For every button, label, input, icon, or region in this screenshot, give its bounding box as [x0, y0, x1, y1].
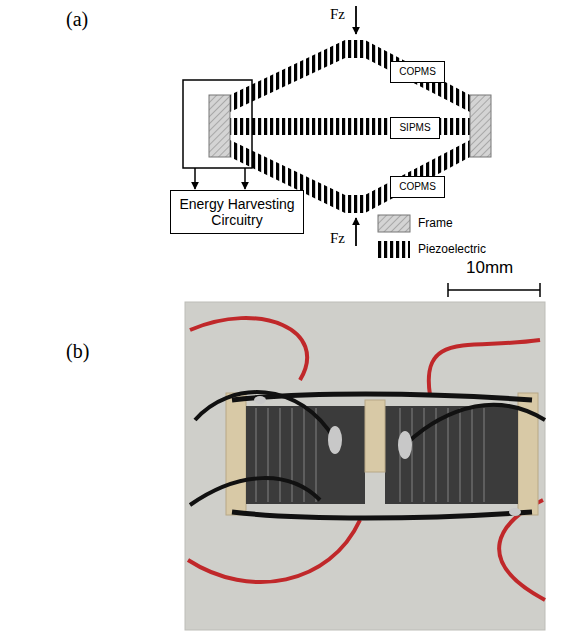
- legend-text: Frame: [418, 216, 453, 230]
- box-text: SIPMS: [399, 122, 430, 134]
- force-label: Fz: [330, 230, 345, 247]
- circuit-box: Energy Harvesting Circuitry: [170, 190, 304, 234]
- panel-label: (b): [66, 340, 89, 363]
- box-text: COPMS: [399, 181, 436, 193]
- frame-left: [209, 95, 230, 157]
- force-label: Fz: [330, 6, 345, 23]
- frame-right: [470, 95, 491, 157]
- scale-bar-tick: [447, 283, 449, 297]
- legend-swatch-piezo: [378, 241, 410, 258]
- piezo-beam-top: [230, 40, 470, 112]
- box-text: COPMS: [399, 66, 436, 78]
- module-box: COPMS: [390, 61, 445, 83]
- legend-swatch-frame: [378, 215, 410, 232]
- device-photo: [185, 302, 545, 630]
- scale-bar-tick: [539, 283, 541, 297]
- force-arrow: [355, 218, 357, 246]
- force-arrow: [355, 6, 357, 34]
- wire-arrow: [194, 168, 196, 189]
- module-box: SIPMS: [390, 117, 440, 139]
- scale-bar: [448, 289, 540, 291]
- legend-text: Piezoelectric: [418, 242, 486, 256]
- terminal-bracket: [183, 80, 252, 168]
- wire-arrow: [244, 168, 246, 189]
- scale-label: 10mm: [466, 258, 513, 278]
- box-text: Energy Harvesting Circuitry: [175, 196, 299, 228]
- module-box: COPMS: [390, 176, 445, 198]
- panel-label: (a): [66, 8, 88, 31]
